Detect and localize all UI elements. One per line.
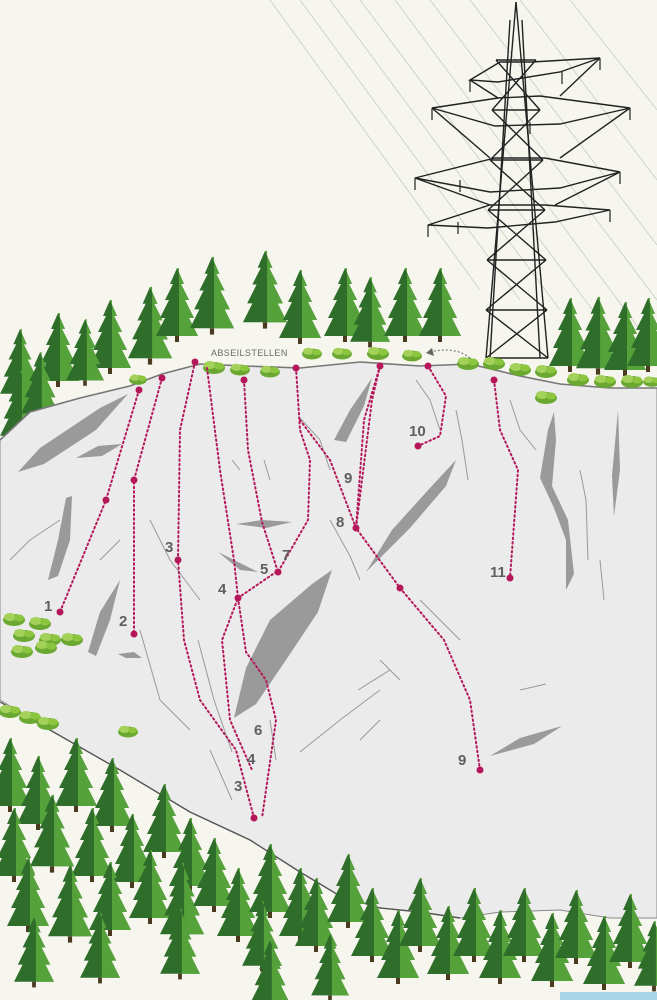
anchor-dot-icon bbox=[130, 630, 138, 638]
route-label-7: 7 bbox=[282, 547, 290, 564]
anchor-dot-icon bbox=[292, 364, 300, 372]
route-7-line bbox=[277, 367, 312, 573]
route-label-1: 1 bbox=[44, 598, 52, 615]
anchor-dot-icon bbox=[191, 358, 199, 366]
route-4-line bbox=[206, 367, 253, 771]
anchor-dot-icon bbox=[56, 608, 64, 616]
anchor-dot-icon bbox=[158, 374, 166, 382]
anchor-dot-icon bbox=[414, 442, 422, 450]
abseil-label: ABSEILSTELLEN bbox=[211, 348, 288, 358]
route-label-3-bottom: 3 bbox=[234, 778, 242, 795]
route-label-6: 6 bbox=[254, 722, 262, 739]
route-label-10: 10 bbox=[409, 423, 426, 440]
route-5-line bbox=[243, 379, 279, 573]
power-pylon-icon bbox=[414, 1, 631, 359]
anchor-dot-icon bbox=[376, 362, 384, 370]
route-label-11: 11 bbox=[490, 564, 506, 581]
crack-lines bbox=[9, 379, 605, 801]
anchor-dot-icon bbox=[396, 584, 404, 592]
route-label-8: 8 bbox=[336, 514, 344, 531]
anchor-dot-icon bbox=[490, 376, 498, 384]
route-label-5: 5 bbox=[260, 561, 268, 578]
anchor-dot-icon bbox=[102, 496, 110, 504]
route-label-9-bottom: 9 bbox=[458, 752, 466, 769]
anchor-dot-icon bbox=[234, 594, 242, 602]
abseil-arrow bbox=[429, 349, 471, 359]
forest-top-right bbox=[549, 296, 657, 376]
route-8-line bbox=[355, 365, 381, 529]
route-10-line bbox=[417, 365, 448, 447]
anchor-dot-icon bbox=[506, 574, 514, 582]
river bbox=[560, 992, 657, 1000]
anchor-dots bbox=[56, 358, 514, 822]
route-label-3-top: 3 bbox=[165, 539, 173, 556]
route-11-line bbox=[493, 379, 520, 579]
route-6-line bbox=[237, 571, 278, 819]
anchor-dot-icon bbox=[135, 386, 143, 394]
anchor-dot-icon bbox=[274, 568, 282, 576]
power-lines bbox=[269, 0, 657, 331]
anchor-dot-icon bbox=[250, 814, 258, 822]
anchor-dot-icon bbox=[476, 766, 484, 774]
route-label-4-bottom: 4 bbox=[247, 751, 256, 768]
route-label-4-top: 4 bbox=[218, 581, 227, 598]
anchor-dot-icon bbox=[352, 524, 360, 532]
route-labels: 1 2 3 3 4 4 5 6 7 8 9 9 10 11 bbox=[44, 423, 506, 795]
route-label-2: 2 bbox=[119, 613, 127, 630]
anchor-dot-icon bbox=[174, 556, 182, 564]
rock-features bbox=[18, 378, 620, 756]
route-3-line bbox=[176, 361, 255, 819]
anchor-dot-icon bbox=[424, 362, 432, 370]
anchor-dot-icon bbox=[240, 376, 248, 384]
anchor-dot-icon bbox=[130, 476, 138, 484]
route-label-9-top: 9 bbox=[344, 470, 352, 487]
